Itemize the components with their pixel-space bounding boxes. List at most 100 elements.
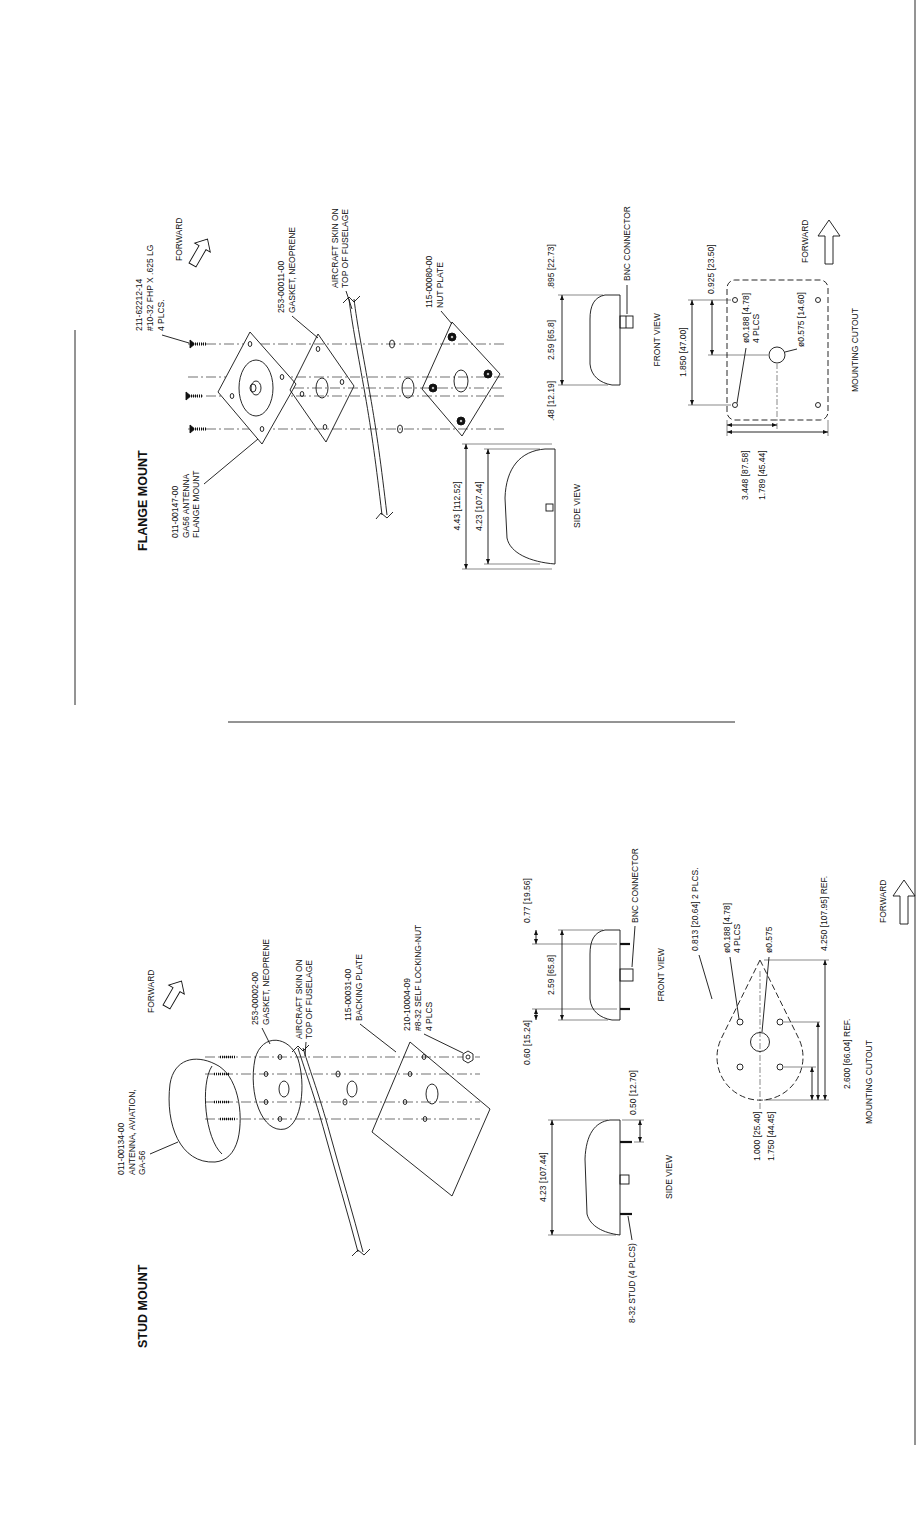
antenna-flange (248, 342, 252, 347)
part-number: 211-62212-14 (134, 278, 144, 332)
dimension-text: 4.250 [107.95] REF. (819, 875, 829, 952)
antenna-flange (230, 394, 234, 399)
direction-label: FORWARD (174, 217, 184, 262)
forward-arrow (185, 235, 216, 270)
hole-callout: ø0.188 [4.78] 4 PLCS (722, 896, 742, 954)
antenna-front-view (620, 316, 633, 328)
dimension-text: 3.448 [87.58] (740, 449, 750, 501)
dimension-line (784, 1067, 816, 1068)
dimension-line (634, 1142, 644, 1143)
aircraft-skin (398, 425, 403, 433)
screw (186, 340, 206, 433)
dimension-line (688, 300, 731, 301)
section-title: STUD MOUNT (136, 1264, 150, 1349)
hole-callout: ø0.575 (764, 926, 774, 954)
mounting-cutout (717, 960, 803, 1109)
aircraft-skin (298, 1048, 358, 1252)
dimension-line (558, 285, 627, 385)
gasket (316, 347, 320, 352)
view-title: MOUNTING CUTOUT (864, 1039, 874, 1125)
dimension-line (640, 1120, 641, 1142)
dimension-line (484, 449, 540, 450)
mounting-cutout (733, 298, 738, 303)
mounting-cutout (760, 969, 761, 1109)
dimension-line (536, 1009, 537, 1020)
screw (190, 425, 193, 433)
forward-arrow (818, 220, 840, 264)
dimension-line (548, 1235, 616, 1236)
view-title: MOUNTING CUTOUT (850, 307, 860, 393)
dimension-line (628, 1216, 632, 1240)
dimension-line (777, 364, 778, 429)
dimension-line (466, 444, 467, 569)
antenna-flange (239, 360, 273, 416)
mounting-cutout (769, 347, 785, 363)
dimension-text: 1.750 [44.45] (766, 1110, 776, 1162)
hole-callout: ø0.188 [4.78] 4 PLCS (741, 286, 761, 344)
dimension-text: .48 [12.19] (546, 380, 556, 422)
antenna-flange (218, 332, 296, 444)
part-name: NUT PLATE (435, 261, 445, 309)
part-name: AIRCRAFT SKIN ON TOP OF FUSELAGE (330, 199, 350, 289)
dimension-line (627, 285, 628, 314)
backing-plate (372, 1042, 490, 1196)
leader-line (424, 1034, 463, 1053)
antenna-front-view (590, 930, 633, 1020)
dimension-line (632, 926, 635, 967)
gasket (253, 1040, 302, 1129)
leader-line (360, 1024, 396, 1052)
center-line (205, 1074, 480, 1075)
leader-line (150, 1024, 463, 1154)
gasket (264, 1072, 268, 1077)
gasket (323, 425, 327, 430)
dimension-text: 4.23 [107.44] (538, 1151, 548, 1203)
callout-label: 8-32 STUD (4 PLCS) (627, 1242, 637, 1324)
dimension-text: .895 [22.73] (546, 243, 556, 290)
dimension-text: 0.60 [15.24] (522, 1019, 532, 1066)
aircraft-skin (292, 1045, 309, 1052)
part-number: 011-00147-00 (170, 485, 180, 539)
separator-line (75, 330, 76, 705)
dimension-line (699, 955, 712, 999)
dimension-text: 2.600 [66.04] REF. (842, 1018, 852, 1090)
antenna-side-view (546, 504, 553, 511)
part-number: 011-00134-00 (116, 1122, 126, 1176)
screw (193, 428, 206, 431)
backing-plate (403, 1100, 407, 1105)
forward-arrow (185, 235, 216, 270)
dimension-line (558, 385, 608, 386)
aircraft-skin (336, 1071, 340, 1077)
backing-plate (408, 1072, 412, 1077)
leader-line (441, 311, 452, 324)
nut-plate (432, 387, 435, 390)
mounting-cutout (733, 403, 738, 408)
gasket (278, 1117, 282, 1122)
separator-line (915, 0, 916, 1445)
part-name: BACKING PLATE (354, 953, 364, 1022)
dimension-line (712, 300, 713, 355)
antenna-side-view (505, 449, 555, 564)
aircraft-skin (349, 299, 382, 515)
dimension-line (828, 420, 829, 436)
leader-line (150, 1142, 178, 1154)
hole-callout: ø0.575 [14.60] (796, 291, 806, 348)
dimension-line (462, 444, 552, 445)
center-line (188, 429, 505, 430)
dimension-line (818, 1022, 819, 1100)
dimension-line (532, 944, 617, 945)
dimension-line (484, 564, 540, 565)
part-name: GA56 ANTENNA FLANGE MOUNT (181, 462, 201, 539)
callout-label: BNC CONNECTOR (622, 205, 632, 282)
antenna-front-view (626, 316, 627, 328)
gasket (290, 334, 354, 442)
forward-arrow (159, 977, 190, 1012)
section-title: FLANGE MOUNT (136, 449, 150, 552)
antenna-dome (205, 1066, 222, 1154)
aircraft-skin (343, 296, 414, 519)
antenna-front-view (590, 295, 620, 385)
leader-line (292, 316, 318, 338)
dimension-line (692, 300, 693, 405)
dimension-line (548, 1120, 608, 1121)
dimension-line (785, 349, 797, 352)
